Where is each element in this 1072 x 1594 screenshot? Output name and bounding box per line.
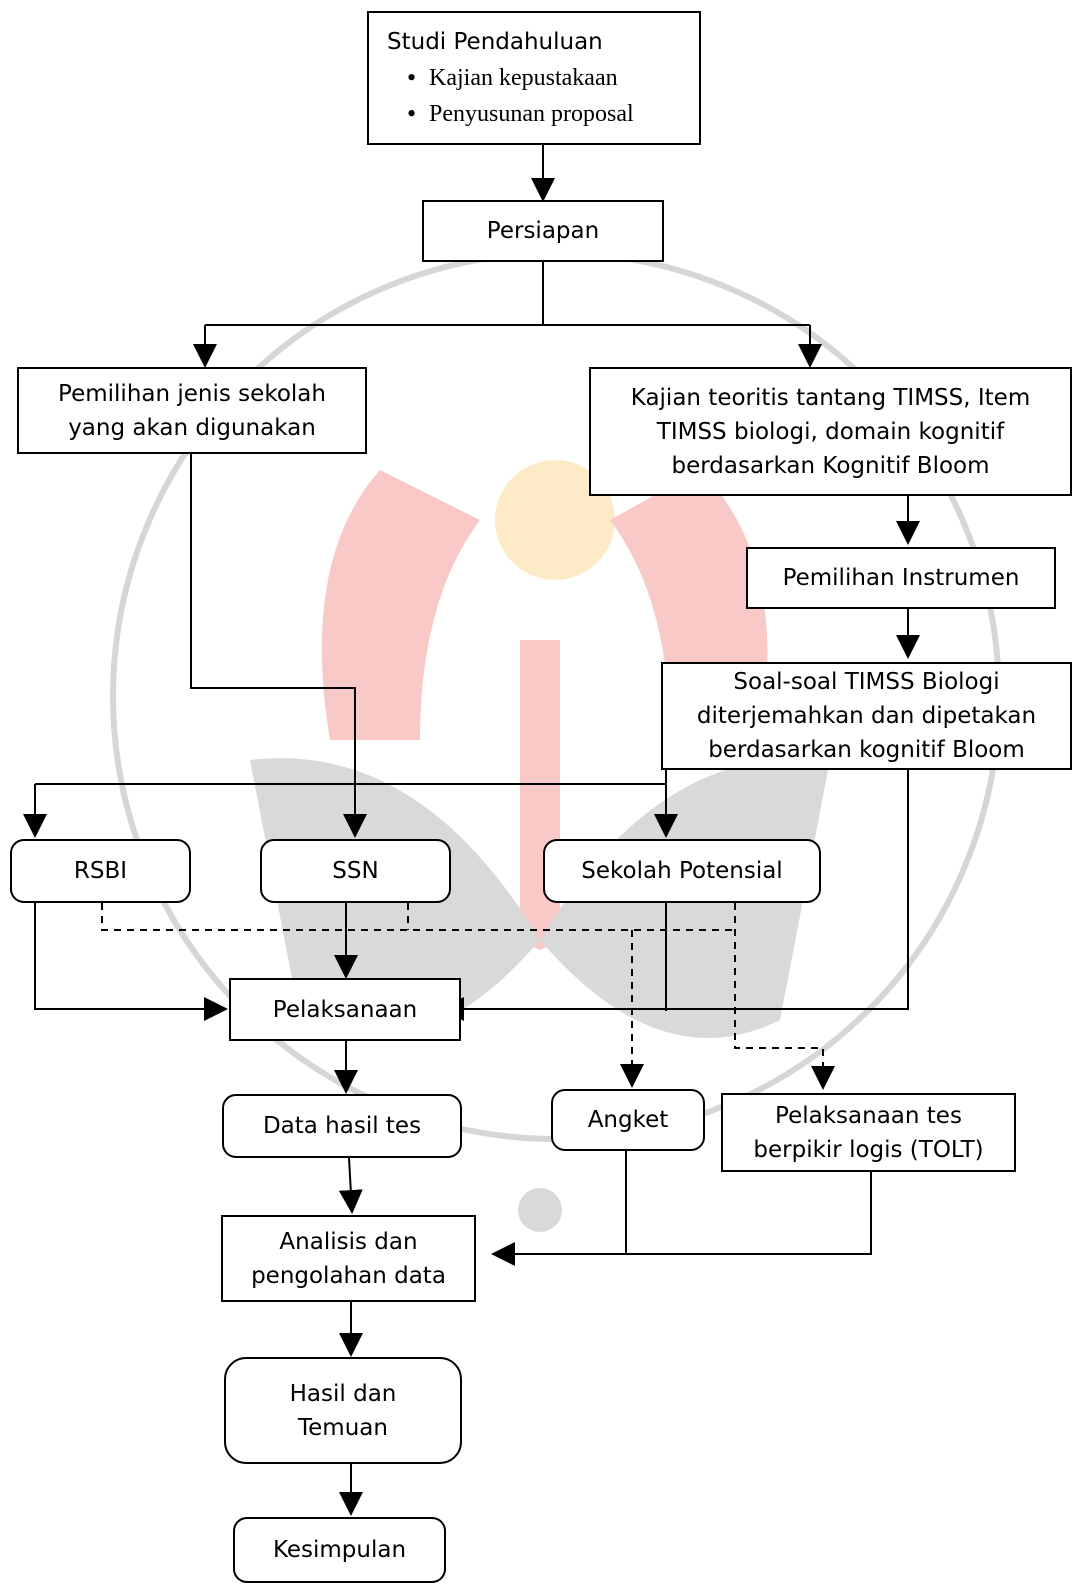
node-studi-bullets: Kajian kepustakaan Penyusunan proposal [387, 60, 634, 132]
node-rsbi-label: RSBI [73, 858, 128, 884]
node-kesimpulan: Kesimpulan [233, 1517, 446, 1583]
node-studi-bullet-1: Kajian kepustakaan [407, 60, 634, 96]
node-pelaksanaan: Pelaksanaan [229, 978, 461, 1041]
arrow-pemilihan-ssn [190, 454, 367, 838]
node-tolt: Pelaksanaan tes berpikir logis (TOLT) [721, 1093, 1016, 1172]
node-kajian-teoritis-label: Kajian teoritis tantang TIMSS, Item TIMS… [630, 384, 1031, 479]
node-pemilihan-sekolah-label: Pemilihan jenis sekolah yang akan diguna… [58, 380, 326, 441]
node-data-hasil-tes: Data hasil tes [222, 1094, 462, 1158]
node-hasil-temuan: Hasil dan Temuan [224, 1357, 462, 1464]
node-sekolah-potensial: Sekolah Potensial [543, 839, 821, 903]
node-studi-bullet-2: Penyusunan proposal [407, 96, 634, 132]
node-rsbi: RSBI [10, 839, 191, 903]
node-analisis-label: Analisis dan pengolahan data [251, 1228, 446, 1289]
node-angket: Angket [551, 1089, 705, 1151]
node-analisis: Analisis dan pengolahan data [221, 1215, 476, 1302]
node-pelaksanaan-label: Pelaksanaan [272, 996, 418, 1023]
node-ssn: SSN [260, 839, 451, 903]
node-angket-label: Angket [587, 1107, 669, 1133]
dashed-to-tolt [734, 903, 835, 1090]
node-soal-soal: Soal-soal TIMSS Biologi diterjemahkan da… [661, 662, 1072, 770]
arrow-rsbi-pelaksanaan [34, 903, 228, 1021]
node-persiapan: Persiapan [422, 200, 664, 262]
node-pemilihan-instrumen: Pemilihan Instrumen [746, 547, 1056, 609]
node-hasil-temuan-label: Hasil dan Temuan [289, 1380, 397, 1441]
node-pemilihan-sekolah: Pemilihan jenis sekolah yang akan diguna… [17, 367, 367, 454]
node-persiapan-label: Persiapan [486, 218, 600, 244]
node-sekolah-potensial-label: Sekolah Potensial [581, 858, 783, 884]
node-kajian-teoritis: Kajian teoritis tantang TIMSS, Item TIMS… [589, 367, 1072, 496]
node-soal-soal-label: Soal-soal TIMSS Biologi diterjemahkan da… [696, 669, 1037, 763]
arrow-tolt-analisis [491, 1172, 872, 1266]
node-pemilihan-instrumen-label: Pemilihan Instrumen [782, 565, 1020, 591]
dashed-rsbi-ssn-bar [101, 903, 735, 931]
line-soal-branch [35, 758, 667, 785]
node-studi-pendahuluan: Studi Pendahuluan Kajian kepustakaan Pen… [367, 11, 701, 145]
node-tolt-label: Pelaksanaan tes berpikir logis (TOLT) [753, 1102, 984, 1163]
node-ssn-label: SSN [332, 858, 379, 884]
arrow-data-analisis [338, 1157, 363, 1214]
node-data-hasil-tes-label: Data hasil tes [262, 1113, 422, 1139]
node-kesimpulan-label: Kesimpulan [272, 1537, 407, 1563]
arrow-soal-pelaksanaan [440, 770, 909, 1021]
node-studi-title: Studi Pendahuluan [387, 29, 603, 55]
